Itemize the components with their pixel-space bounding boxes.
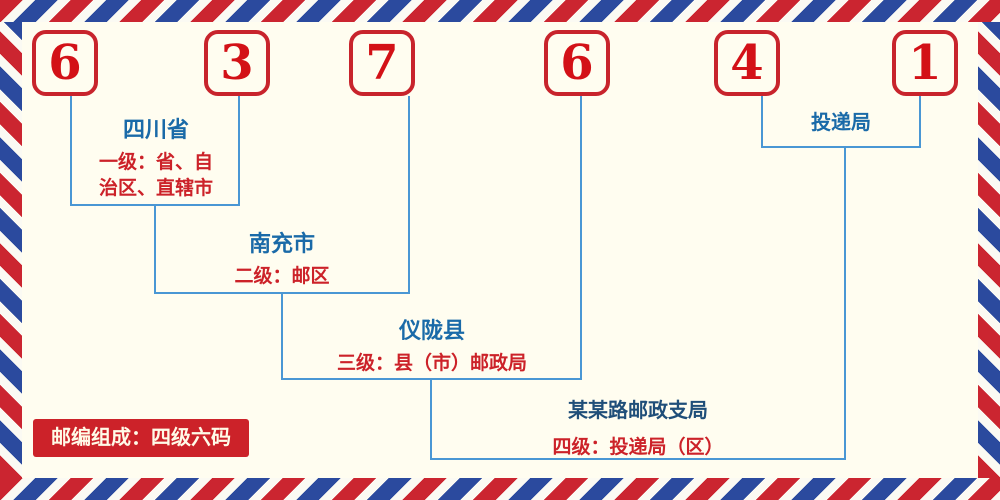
level1-desc-line2: 治区、直辖市 — [98, 178, 213, 199]
digit-box-5: 4 — [714, 30, 780, 96]
digit-box-4: 6 — [544, 30, 610, 96]
annotation-level3: 仪陇县 三级：县（市）邮政局 — [307, 313, 557, 377]
annotation-level1: 四川省 一级：省、自 治区、直辖市 — [46, 112, 266, 202]
level3-name: 仪陇县 — [398, 318, 465, 343]
level2-desc: 二级：邮区 — [234, 266, 330, 287]
connector-line-delivery-to-level4 — [844, 146, 846, 460]
airmail-border-top — [0, 0, 1000, 22]
connector-line-digit4-drop — [580, 96, 582, 380]
level1-desc-line1: 一级：省、自 — [98, 152, 213, 173]
digit-5: 4 — [730, 35, 764, 91]
airmail-border-bottom — [0, 478, 1000, 500]
digit-4: 6 — [560, 35, 594, 91]
digit-box-3: 7 — [349, 30, 415, 96]
digit-1: 6 — [48, 35, 82, 91]
digit-2: 3 — [220, 35, 254, 91]
connector-line-digit3-drop — [408, 96, 410, 294]
level4-desc: 四级：投递局（区） — [552, 437, 724, 458]
digit-box-1: 6 — [32, 30, 98, 96]
level3-desc: 三级：县（市）邮政局 — [336, 353, 527, 374]
airmail-border-right — [978, 22, 1000, 478]
digit-6: 1 — [908, 35, 942, 91]
connector-line-level4-bottom — [430, 458, 846, 460]
digit-box-6: 1 — [892, 30, 958, 96]
level2-name: 南充市 — [248, 231, 315, 256]
connector-line-digit1-drop — [70, 96, 72, 206]
connector-line-delivery-bottom — [761, 146, 921, 148]
delivery-office-name: 投递局 — [811, 112, 871, 134]
airmail-border-left — [0, 22, 22, 478]
connector-line-digit2-drop — [238, 96, 240, 206]
connector-line-digit5-drop — [761, 96, 763, 148]
annotation-level2: 南充市 二级：邮区 — [172, 226, 392, 290]
connector-line-digit6-drop — [919, 96, 921, 148]
connector-line-level1-to-level2 — [154, 204, 156, 292]
annotation-delivery-office: 投递局 — [756, 106, 926, 141]
connector-line-level2-to-level3 — [281, 292, 283, 378]
postal-code-composition-badge: 邮编组成：四级六码 — [33, 419, 249, 457]
digit-box-2: 3 — [204, 30, 270, 96]
level4-name: 某某路邮政支局 — [568, 400, 708, 422]
connector-line-level3-to-level4 — [430, 378, 432, 460]
annotation-level4: 某某路邮政支局 四级：投递局（区） — [508, 394, 768, 461]
level1-name: 四川省 — [122, 117, 189, 142]
digit-3: 7 — [365, 35, 399, 91]
